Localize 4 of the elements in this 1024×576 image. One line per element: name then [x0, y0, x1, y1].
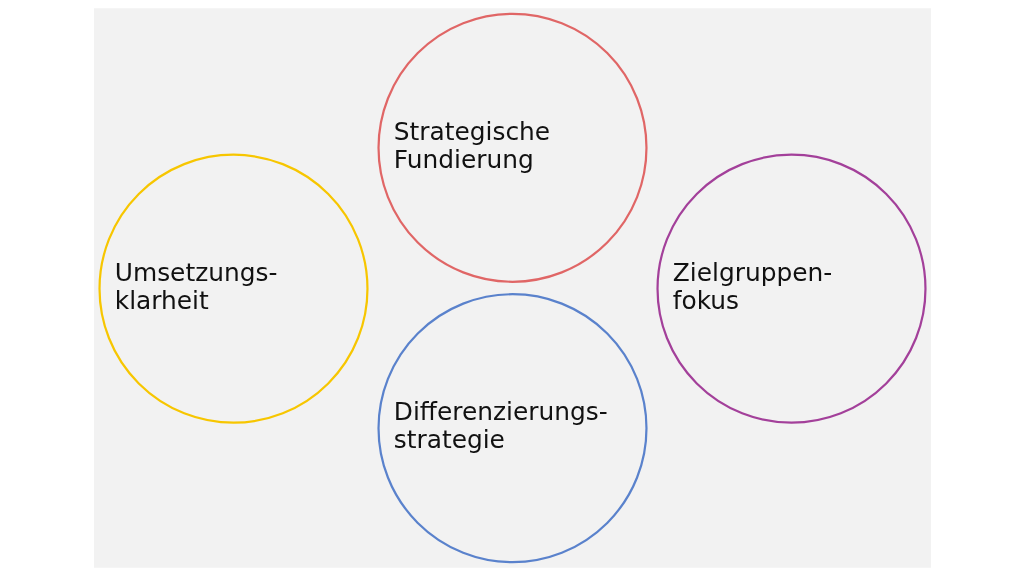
node-circle: Strategische Fundierung	[376, 12, 648, 283]
node-circle: Umsetzungs- klarheit	[97, 153, 369, 424]
node-circle: Differenzierungs- strategie	[376, 293, 648, 564]
node-circle: Zielgruppen- fokus	[655, 153, 927, 424]
